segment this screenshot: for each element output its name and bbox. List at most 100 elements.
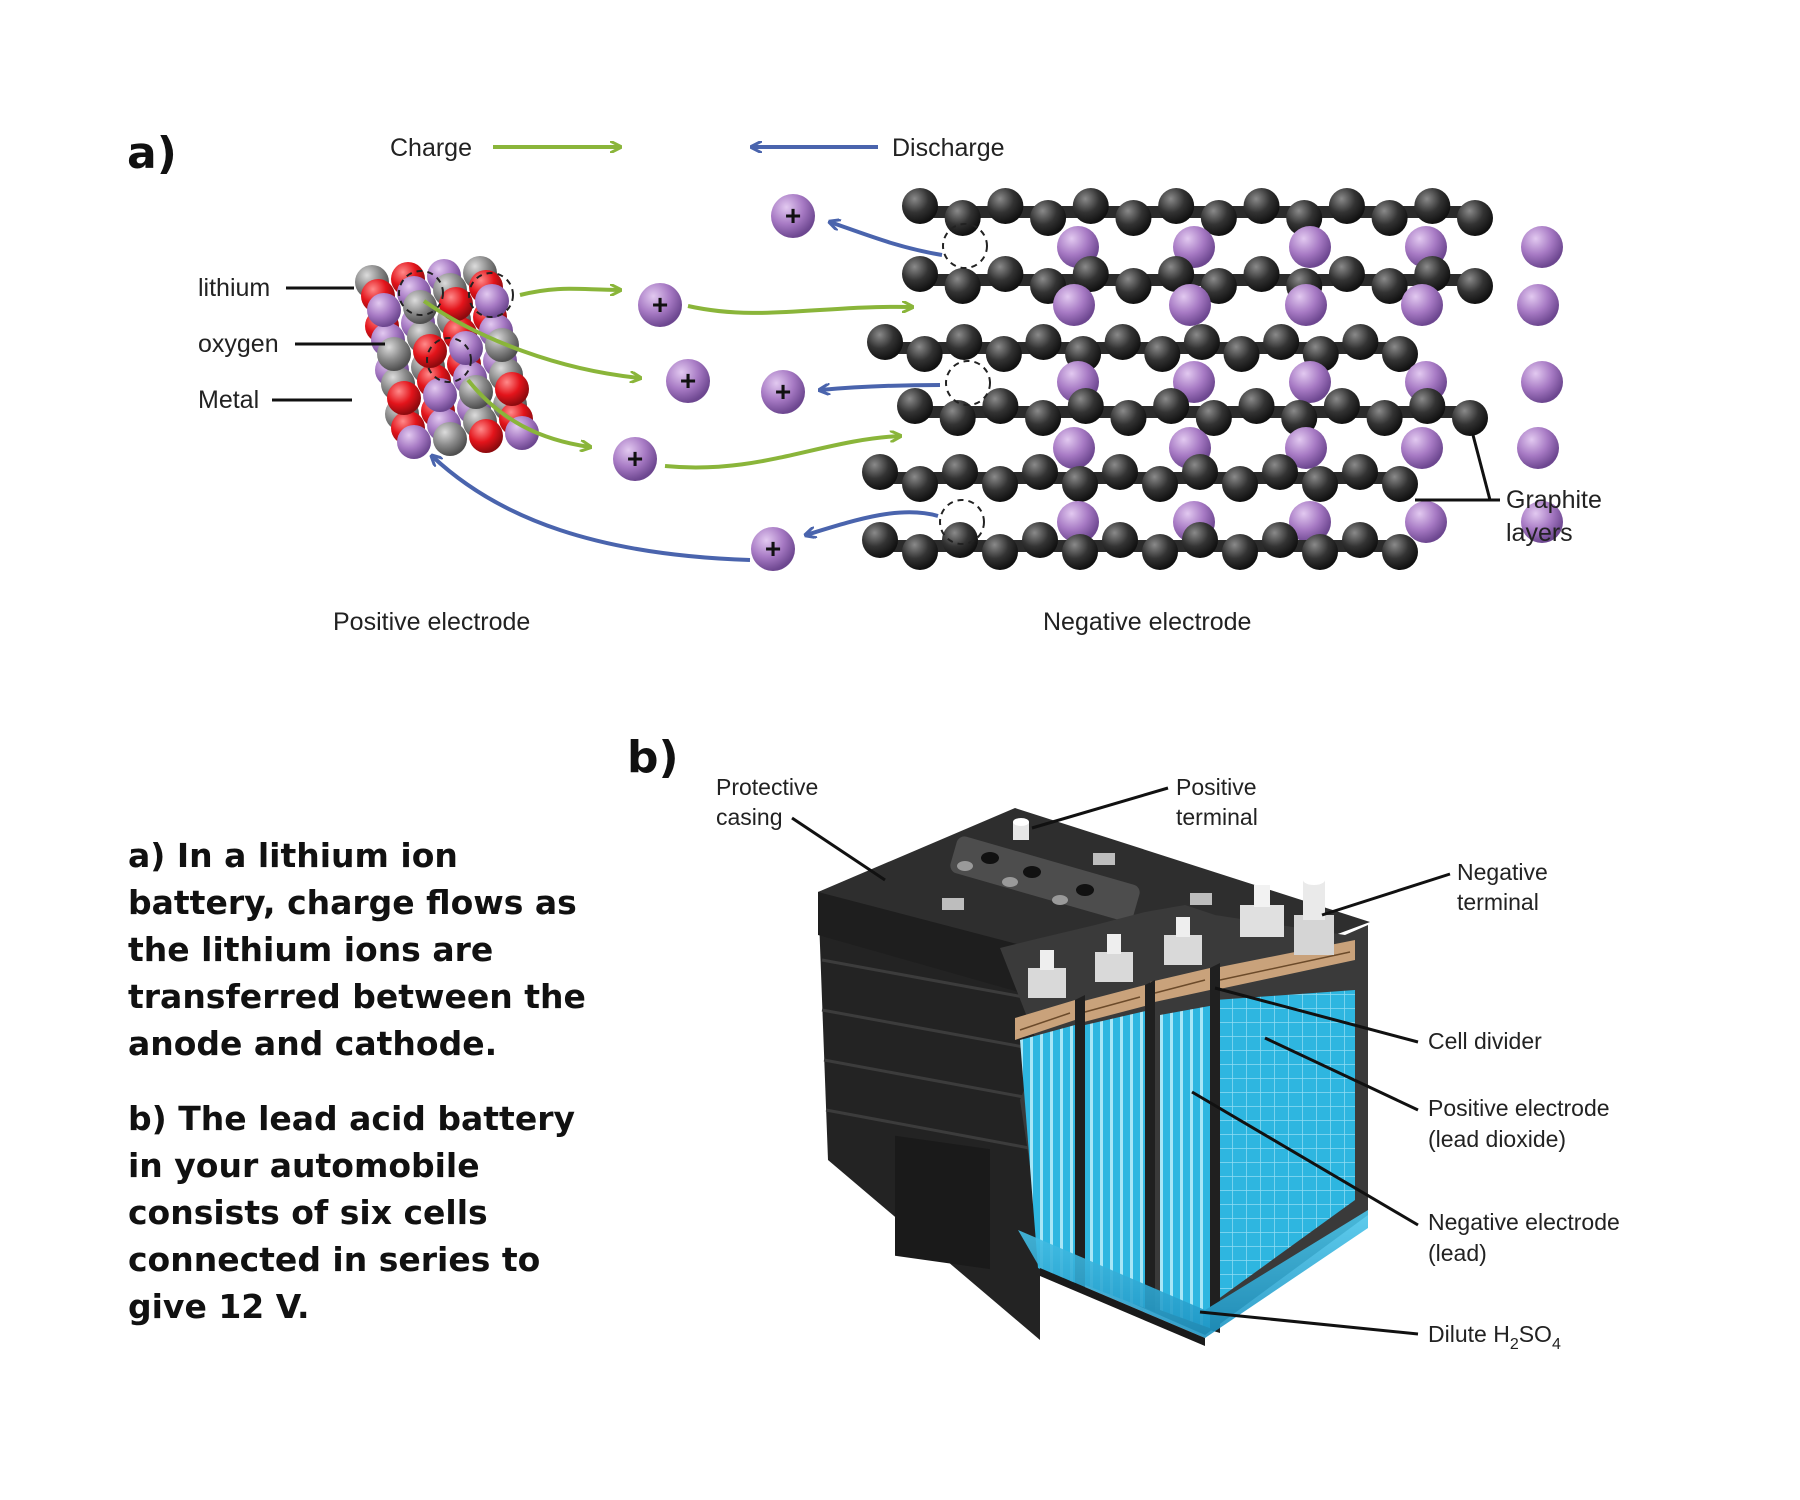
- carbon-atom: [1328, 188, 1365, 224]
- carbon-atom: [1457, 268, 1493, 304]
- positive-plate-label-2: (lead dioxide): [1428, 1126, 1566, 1152]
- carbon-atom: [1182, 454, 1218, 490]
- carbon-atom: [1238, 388, 1275, 424]
- lithium-atom: [423, 378, 457, 412]
- negative-terminal-leader: [1321, 872, 1451, 917]
- cell-divider-label: Cell divider: [1428, 1028, 1542, 1054]
- lithium-ion: +: [613, 437, 657, 481]
- carbon-atom: [1144, 336, 1181, 372]
- carbon-atom: [1281, 400, 1318, 436]
- metal-label: Metal: [198, 386, 259, 414]
- carbon-atom: [1110, 400, 1147, 436]
- discharge-legend-label: Discharge: [892, 134, 1005, 162]
- intercalated-lithium: [1521, 501, 1563, 543]
- oxygen-atom: [495, 372, 529, 406]
- carbon-atom: [1342, 454, 1378, 490]
- intercalated-lithium: [1517, 284, 1559, 326]
- panel-a-letter: a): [127, 128, 177, 179]
- charge-path: [687, 306, 912, 315]
- lithium-ion: +: [666, 359, 710, 403]
- carbon-atom: [1022, 454, 1058, 490]
- carbon-atom: [1382, 534, 1418, 570]
- carbon-atom: [906, 336, 943, 372]
- carbon-atom: [1030, 200, 1067, 236]
- negative-terminal-label: Negative: [1457, 859, 1548, 885]
- carbon-atom: [862, 522, 898, 558]
- negative-plate-leader: [1191, 1090, 1419, 1227]
- svg-text:+: +: [775, 376, 791, 407]
- carbon-atom: [1223, 336, 1260, 372]
- negative-terminal-label-2: terminal: [1457, 889, 1539, 915]
- carbon-atom: [1158, 256, 1195, 292]
- carbon-atom: [1262, 454, 1298, 490]
- charge-path: [466, 378, 590, 447]
- carbon-atom: [1115, 200, 1152, 236]
- vacancy-marker: [945, 360, 991, 406]
- intercalated-lithium: [1285, 427, 1327, 469]
- carbon-atom: [942, 522, 978, 558]
- svg-text:+: +: [652, 289, 668, 320]
- lithium-atom: [397, 425, 431, 459]
- intercalated-lithium: [1521, 361, 1563, 403]
- carbon-atom: [944, 268, 981, 304]
- carbon-atom: [1328, 256, 1365, 292]
- carbon-atom: [1414, 188, 1451, 224]
- electrolyte-leader: [1199, 1310, 1419, 1336]
- svg-text:+: +: [765, 533, 781, 564]
- intercalated-lithium: [1053, 427, 1095, 469]
- metal-atom: [403, 290, 437, 324]
- vacancy-marker: [939, 499, 985, 545]
- electrolyte-label: Dilute H2SO4: [1428, 1321, 1561, 1353]
- positive-terminal-label: Positive: [1176, 774, 1257, 800]
- lithium-ion: +: [761, 370, 805, 414]
- carbon-atom: [1062, 466, 1098, 502]
- carbon-atom: [1243, 188, 1280, 224]
- discharge-path: [806, 510, 939, 535]
- carbon-atom: [1072, 256, 1109, 292]
- lithium-atom: [449, 331, 483, 365]
- cell-divider-leader: [1214, 986, 1419, 1044]
- carbon-atom: [1342, 522, 1378, 558]
- carbon-atom: [985, 336, 1022, 372]
- graphite-layers-label: Graphite: [1506, 486, 1602, 514]
- graphite-layers-label-2: layers: [1506, 519, 1573, 547]
- positive-plate-label: Positive electrode: [1428, 1095, 1610, 1121]
- charge-path: [422, 299, 640, 378]
- carbon-atom: [1222, 534, 1258, 570]
- carbon-atom: [1382, 466, 1418, 502]
- carbon-atom: [1262, 522, 1298, 558]
- negative-electrode-label: Negative electrode: [1043, 608, 1251, 636]
- positive-electrode-label: Positive electrode: [333, 608, 530, 636]
- cathode-crystal: [355, 256, 539, 459]
- intercalated-lithium: [1401, 427, 1443, 469]
- graphite-anode: [862, 188, 1563, 570]
- carbon-atom: [862, 454, 898, 490]
- metal-atom: [433, 422, 467, 456]
- carbon-atom: [1452, 400, 1488, 436]
- intercalated-lithium: [1173, 361, 1215, 403]
- intercalated-lithium: [1173, 226, 1215, 268]
- vacancy-marker: [468, 272, 514, 318]
- oxygen-atom: [469, 419, 503, 453]
- carbon-atom: [982, 388, 1019, 424]
- protective-casing-label: Protective: [716, 774, 818, 800]
- negative-plate-label: Negative electrode: [1428, 1209, 1620, 1235]
- positive-terminal-label-2: terminal: [1176, 804, 1258, 830]
- carbon-atom: [867, 324, 903, 360]
- lithium-label: lithium: [198, 274, 270, 302]
- carbon-atom: [1142, 466, 1178, 502]
- carbon-atom: [897, 388, 933, 424]
- charge-path: [519, 289, 620, 297]
- caption-b: b) The lead acid battery in your automob…: [128, 1099, 575, 1326]
- intercalated-lithium: [1285, 284, 1327, 326]
- carbon-atom: [1115, 268, 1152, 304]
- carbon-atom: [1323, 388, 1360, 424]
- intercalated-lithium: [1289, 501, 1331, 543]
- intercalated-lithium: [1401, 284, 1443, 326]
- vacancy-marker: [398, 270, 444, 316]
- carbon-atom: [1302, 534, 1338, 570]
- metal-atom: [377, 337, 411, 371]
- carbon-atom: [942, 454, 978, 490]
- carbon-atom: [1025, 324, 1062, 360]
- intercalated-lithium: [1521, 226, 1563, 268]
